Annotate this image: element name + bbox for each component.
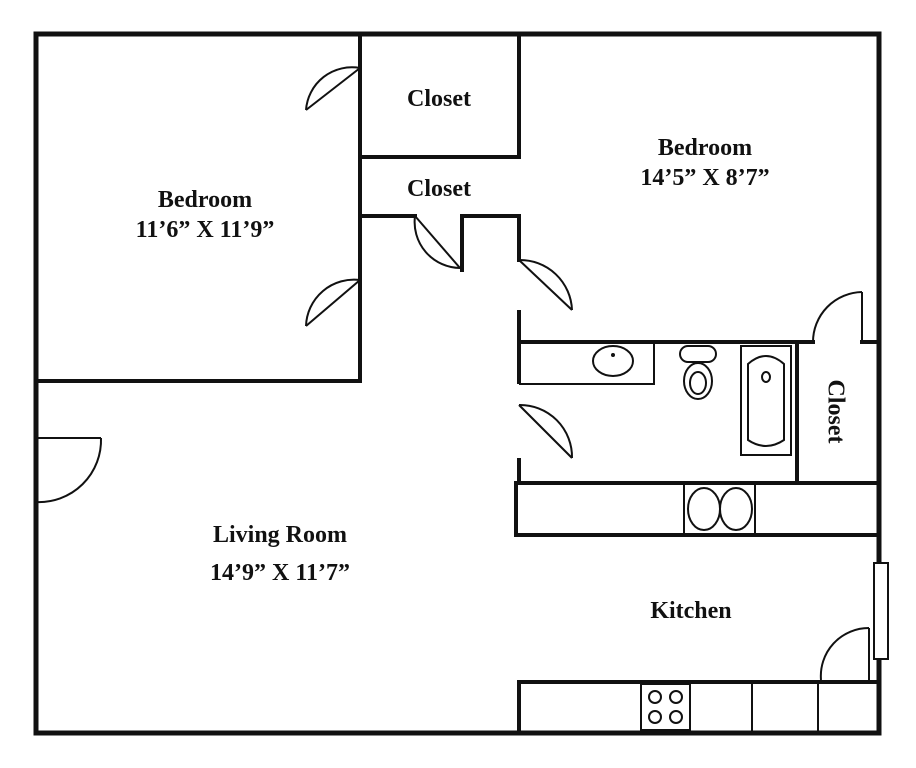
bath-sink — [592, 345, 634, 377]
door-bedroom-left — [305, 278, 361, 327]
bath-sink-drain — [611, 353, 615, 357]
room-label-kitchen: Kitchen — [624, 596, 758, 626]
room-dimensions: 14’9” X 11’7” — [210, 560, 350, 586]
room-label-closet-bath: Closet — [822, 379, 849, 444]
room-label-bedroom-left: Bedroom 11’6” X 11’9” — [96, 185, 314, 245]
burner-2 — [669, 690, 683, 704]
door-closet-mid — [413, 215, 461, 269]
burner-1 — [648, 690, 662, 704]
vanity-counter — [519, 342, 655, 385]
sink-basin-left — [687, 487, 721, 531]
bedroom-right-wall — [517, 310, 815, 344]
toilet-seat — [689, 371, 707, 395]
room-name: Living Room — [212, 522, 347, 548]
room-name: Bedroom — [657, 135, 753, 161]
sink-basin-right — [719, 487, 753, 531]
bathtub-basin — [747, 355, 785, 447]
room-name: Closet — [407, 176, 471, 202]
burner-3 — [648, 710, 662, 724]
burner-4 — [669, 710, 683, 724]
room-name: Bedroom — [157, 187, 253, 213]
room-name: Closet — [407, 86, 471, 112]
room-name: Kitchen — [650, 598, 732, 624]
exterior-wall — [33, 31, 882, 736]
door-bedroom-right — [518, 258, 573, 311]
room-label-living-room: Living Room 14’9” X 11’7” — [168, 520, 392, 588]
door-bathroom — [518, 403, 574, 459]
bedroom-left-wall — [34, 32, 362, 383]
door-entry — [35, 437, 103, 504]
kitchen-window — [873, 562, 889, 660]
kitchen-counter-top — [514, 481, 881, 537]
room-dimensions: 14’5” X 8’7” — [640, 165, 770, 191]
closet-mid-wall-2 — [460, 214, 521, 262]
stove — [640, 683, 691, 731]
bathtub-drain — [761, 371, 771, 383]
room-label-closet-top: Closet — [378, 84, 500, 114]
door-closet-top — [305, 66, 361, 111]
room-label-closet-mid: Closet — [378, 174, 500, 204]
room-dimensions: 11’6” X 11’9” — [135, 217, 275, 243]
door-bath-closet — [812, 291, 863, 343]
room-label-bedroom-right: Bedroom 14’5” X 8’7” — [596, 133, 814, 193]
closet-divider-wall — [358, 32, 521, 159]
kitchen-counter-bottom — [517, 680, 881, 735]
door-kitchen — [819, 626, 870, 681]
toilet-tank — [679, 345, 717, 363]
